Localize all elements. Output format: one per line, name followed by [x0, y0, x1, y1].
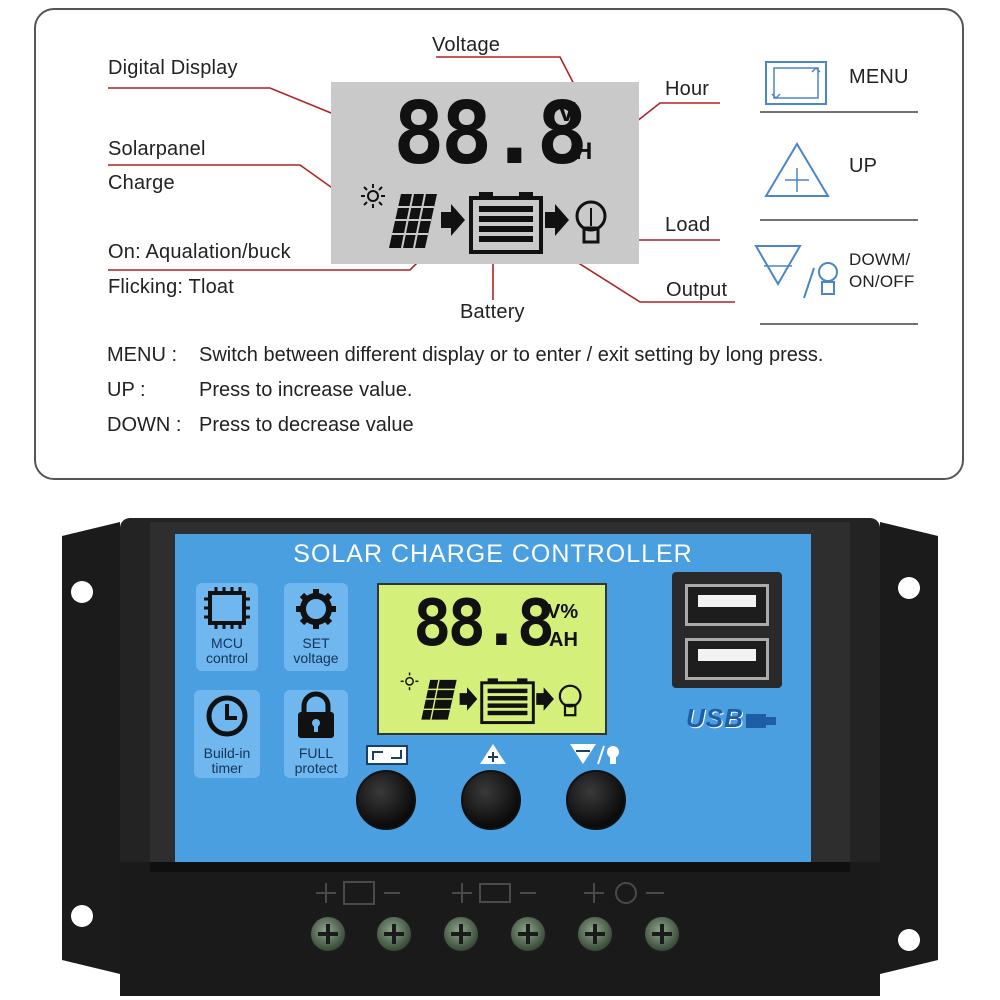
up-symbol — [480, 744, 506, 764]
sun-icon — [400, 672, 419, 691]
lcd-unit-amp-hour: AH — [549, 629, 578, 651]
terminal-screw-3[interactable] — [442, 915, 480, 953]
down-onoff-symbol — [570, 744, 619, 765]
up-button-label: UP — [849, 155, 878, 177]
mount-hole — [71, 581, 93, 603]
feature-timer-tile — [194, 690, 260, 778]
left-flange — [62, 522, 120, 974]
lcd-unit-volt-percent: V% — [547, 601, 579, 623]
instruction-down-text: Press to decrease value — [199, 414, 414, 436]
clock-icon — [206, 695, 248, 737]
down-button[interactable] — [566, 770, 626, 830]
usb-plug-icon — [746, 714, 776, 728]
voltage-leader — [436, 56, 579, 93]
usb-port-1[interactable] — [685, 584, 769, 626]
feature-mcu-tile — [196, 583, 258, 671]
bulb-icon — [558, 684, 582, 717]
lcd-display-device: 88.8 V% AH — [377, 583, 607, 735]
feature-set-tile — [284, 583, 348, 671]
lcd-display-diagram: 88.8 V H — [331, 82, 639, 264]
menu-icon — [765, 61, 827, 105]
lock-icon — [298, 691, 334, 738]
lcd-unit-hour: H — [575, 138, 593, 165]
gear-icon — [296, 589, 336, 629]
terminal-screw-2[interactable] — [375, 915, 413, 953]
arrow-right-icon — [536, 687, 554, 711]
sun-icon — [361, 184, 385, 208]
terminal-screw-6[interactable] — [643, 915, 681, 953]
down-onoff-icon — [754, 245, 838, 299]
feature-protect-tile — [284, 690, 348, 778]
usb-logo: USB — [686, 703, 744, 733]
terminal-symbols — [316, 881, 664, 905]
solar-panel-icon — [421, 679, 457, 720]
lcd-digits: 88.8 — [393, 84, 588, 184]
arrow-right-icon — [441, 204, 465, 236]
mount-hole — [71, 905, 93, 927]
down-button-label-line1: DOWM/ — [849, 250, 911, 269]
feature-mcu-label-2: control — [205, 650, 249, 666]
terminal-screw-4[interactable] — [509, 915, 547, 953]
up-button[interactable] — [461, 770, 521, 830]
lcd-digits: 88.8 — [413, 587, 555, 661]
voltage-label: Voltage — [432, 34, 501, 56]
instruction-menu-text: Switch between different display or to e… — [199, 344, 824, 366]
float-label: Flicking: Tloat — [108, 276, 235, 298]
arrow-right-icon — [459, 687, 478, 711]
instruction-up-key: UP : — [107, 379, 146, 401]
digital-display-label: Digital Display — [108, 57, 238, 79]
output-label: Output — [666, 279, 728, 301]
battery-icon — [480, 678, 535, 725]
bulb-icon — [575, 200, 607, 244]
instruction-up-text: Press to increase value. — [199, 379, 413, 401]
right-flange — [880, 522, 938, 974]
mount-hole — [898, 577, 920, 599]
chip-icon — [204, 587, 250, 629]
feature-protect-label-1: FULL — [298, 745, 334, 761]
feature-protect-label-2: protect — [294, 760, 338, 776]
device-title: SOLAR CHARGE CONTROLLER — [293, 540, 693, 568]
mount-hole — [898, 929, 920, 951]
solarpanel-label: Solarpanel — [108, 138, 206, 160]
hour-label: Hour — [665, 78, 710, 100]
terminal-screw-5[interactable] — [576, 915, 614, 953]
down-button-label-line2: ON/OFF — [849, 272, 915, 291]
feature-set-label-2: voltage — [293, 650, 339, 666]
feature-set-label-1: SET — [302, 635, 330, 651]
terminal-edge — [150, 862, 850, 872]
menu-button-label: MENU — [849, 66, 909, 88]
usb-port-2[interactable] — [685, 638, 769, 680]
lcd-unit-volt: V — [557, 96, 576, 127]
instruction-down-key: DOWN : — [107, 414, 182, 436]
battery-label: Battery — [460, 301, 525, 323]
terminal-screw-1[interactable] — [309, 915, 347, 953]
terminal-block — [120, 862, 880, 996]
feature-timer-label-2: timer — [211, 760, 243, 776]
equalization-label: On: Aqualation/buck — [108, 241, 291, 263]
arrow-right-icon — [545, 204, 569, 236]
up-icon — [764, 142, 830, 197]
battery-icon — [469, 192, 543, 254]
output-leader — [549, 244, 735, 303]
instruction-menu-key: MENU : — [107, 344, 177, 366]
solar-panel-icon — [389, 193, 437, 249]
feature-mcu-label-1: MCU — [211, 635, 243, 651]
menu-symbol — [366, 745, 408, 765]
charge-label: Charge — [108, 172, 175, 194]
load-label: Load — [665, 214, 711, 236]
menu-button[interactable] — [356, 770, 416, 830]
feature-timer-label-1: Build-in — [203, 745, 251, 761]
